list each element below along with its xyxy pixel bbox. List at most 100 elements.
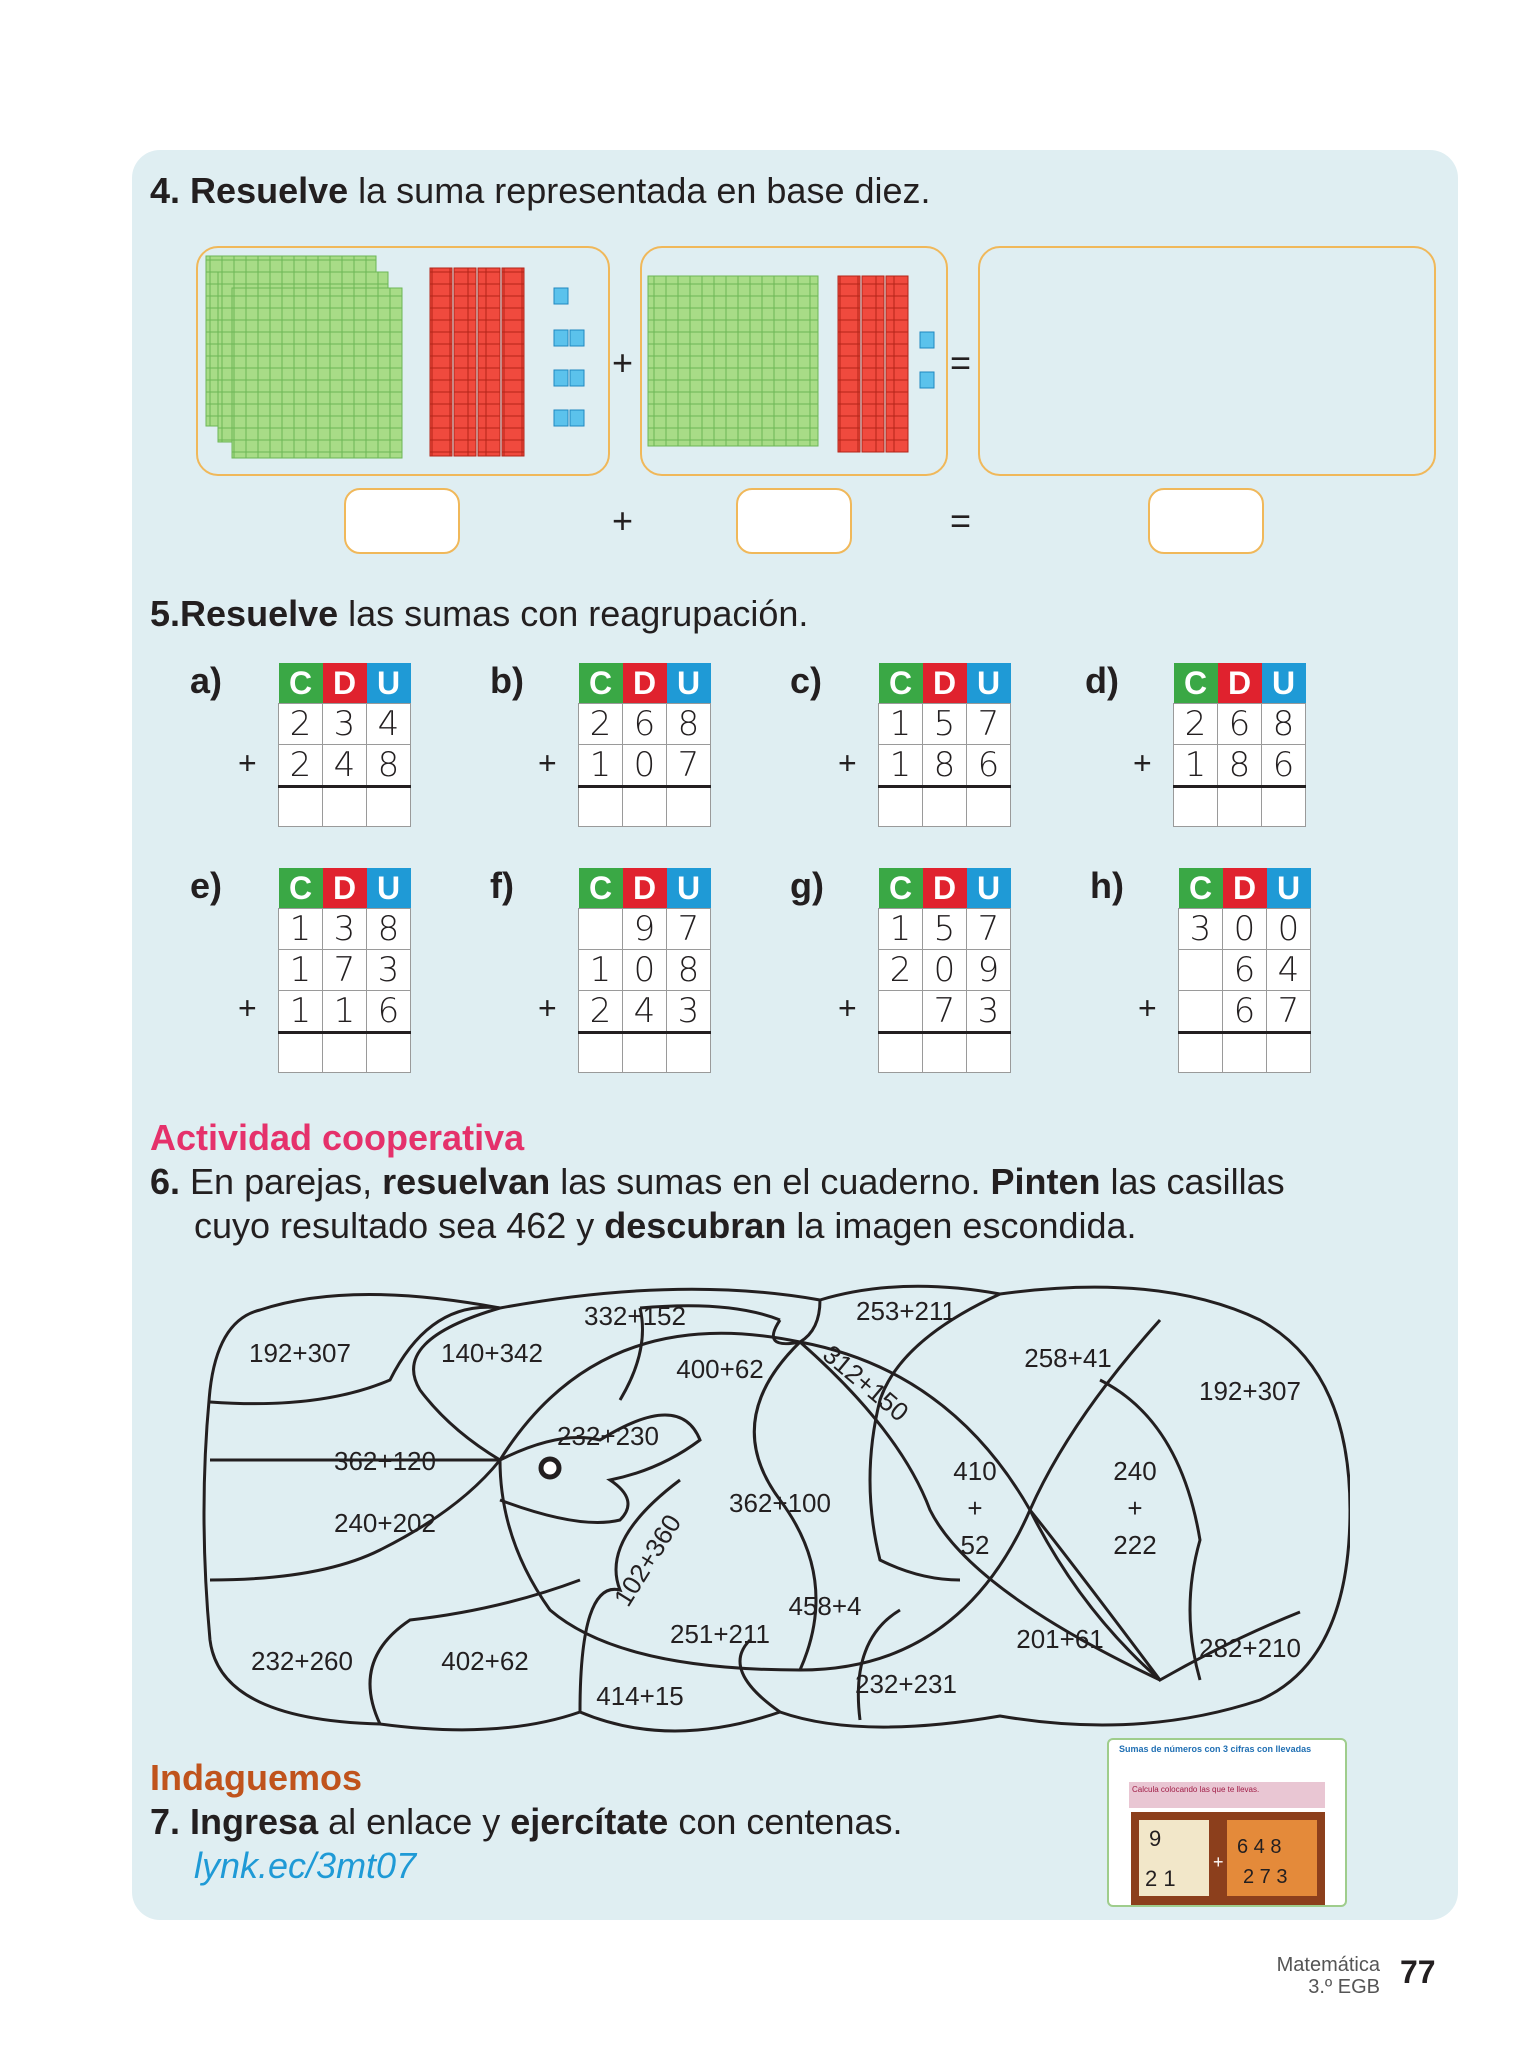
answer-cell[interactable] [622,786,667,827]
problem-label: e) [190,865,223,906]
line [209,1305,501,1406]
answer-field-3[interactable] [1148,488,1264,554]
digit-cell: 8 [922,744,967,788]
answer-cell[interactable] [1217,786,1262,827]
answer-cell[interactable] [878,1032,923,1073]
plus-sign: + [538,745,557,781]
answer-cell[interactable] [366,1032,411,1073]
question-6-line-1: 6. En parejas, resuelvan las sumas en el… [150,1161,1285,1203]
answer-cell[interactable] [666,786,711,827]
answer-cell[interactable] [1222,1032,1267,1073]
puzzle-cell-label: 253+211 [856,1296,956,1326]
resource-link[interactable]: lynk.ec/3mt07 [194,1845,417,1886]
column-header: D [322,868,367,909]
answer-cell[interactable] [322,1032,367,1073]
answer-drawing-box[interactable] [978,246,1436,476]
answer-cell[interactable] [278,786,323,827]
digit-cell: 6 [966,744,1011,788]
digit-cell: 6 [1217,703,1262,745]
q6-bold-3: descubran [604,1205,787,1246]
thumb-n4: 2 7 3 [1243,1866,1288,1888]
answer-cell[interactable] [966,1032,1011,1073]
answer-cell[interactable] [878,786,923,827]
answer-cell[interactable] [1173,786,1218,827]
column-header: U [366,663,411,704]
question-4: 4. Resuelve la suma representada en base… [150,170,931,212]
digit-cell: 1 [1173,744,1218,788]
column-header: D [1217,663,1262,704]
digit-cell: 7 [666,908,711,950]
answer-cell[interactable] [922,786,967,827]
digit-cell: 7 [1266,990,1311,1034]
puzzle-cell-label: 232+260 [251,1646,353,1676]
question-5: 5.Resuelve las sumas con reagrupación. [150,593,808,635]
answer-cell[interactable] [366,786,411,827]
thumb-title: Sumas de números con 3 cifras con llevad… [1119,1744,1312,1754]
answer-cell[interactable] [578,1032,623,1073]
thumb-n3: 6 4 8 [1237,1836,1282,1858]
thumb-instruction: Calcula colocando las que te llevas. [1129,1782,1325,1808]
digit-cell: 2 [278,744,323,788]
digit-cell [1178,949,1223,991]
digit-cell: 2 [878,949,923,991]
q6-number: 6. [150,1161,181,1202]
activity-thumbnail[interactable]: Sumas de números con 3 cifras con llevad… [1107,1738,1347,1907]
answer-cell[interactable] [278,1032,323,1073]
column-header: C [578,663,623,704]
digit-cell [1178,990,1223,1034]
answer-cell[interactable] [578,786,623,827]
q4-text: la suma representada en base diez. [348,170,931,211]
question-7: 7. Ingresa al enlace y ejercítate con ce… [150,1801,903,1843]
plus-sign: + [1133,745,1152,781]
answer-field-1[interactable] [344,488,460,554]
column-header: C [1173,663,1218,704]
plus-sign: + [238,745,257,781]
puzzle-cell-label: 332+152 [584,1301,686,1331]
q5-text: las sumas con reagrupación. [338,593,809,634]
thumb-n2: 2 1 [1145,1866,1176,1891]
plus-sign: + [838,745,857,781]
answer-cell[interactable] [966,786,1011,827]
problem-label: a) [190,660,223,701]
digit-cell: 9 [622,908,667,950]
answer-cell[interactable] [622,1032,667,1073]
q6-bold-1: resuelvan [382,1161,551,1202]
digit-cell: 1 [878,908,923,950]
problem-label: c) [790,660,823,701]
answer-cell[interactable] [666,1032,711,1073]
digit-cell: 5 [922,703,967,745]
base-ten-blocks-1 [205,255,585,459]
digit-cell: 3 [366,949,411,991]
digit-cell: 1 [878,703,923,745]
q6-text-1: En parejas, [180,1161,383,1202]
plus-sign: + [238,990,257,1026]
digit-cell [878,990,923,1034]
thumb-panel-left [1139,1820,1209,1896]
column-header: U [966,663,1011,704]
puzzle-cell-label: 232+231 [855,1669,957,1699]
answer-cell[interactable] [922,1032,967,1073]
column-header: D [922,663,967,704]
digit-cell: 1 [278,949,323,991]
digit-cell: 7 [666,744,711,788]
digit-cell: 5 [922,908,967,950]
column-header: U [1266,868,1311,909]
cooperative-title: Actividad cooperativa [150,1117,525,1158]
digit-cell: 0 [1266,908,1311,950]
base-ten-box-2 [640,246,948,476]
q6-text-4: cuyo resultado sea 462 y [194,1205,605,1246]
puzzle-outline [202,1284,1350,1733]
answer-cell[interactable] [1178,1032,1223,1073]
answer-field-2[interactable] [736,488,852,554]
digit-cell: 9 [966,949,1011,991]
column-header: D [322,663,367,704]
digit-cell: 4 [366,703,411,745]
answer-cell[interactable] [1261,786,1306,827]
digit-cell: 6 [622,703,667,745]
answer-cell[interactable] [1266,1032,1311,1073]
digit-cell: 4 [622,990,667,1034]
answer-cell[interactable] [322,786,367,827]
